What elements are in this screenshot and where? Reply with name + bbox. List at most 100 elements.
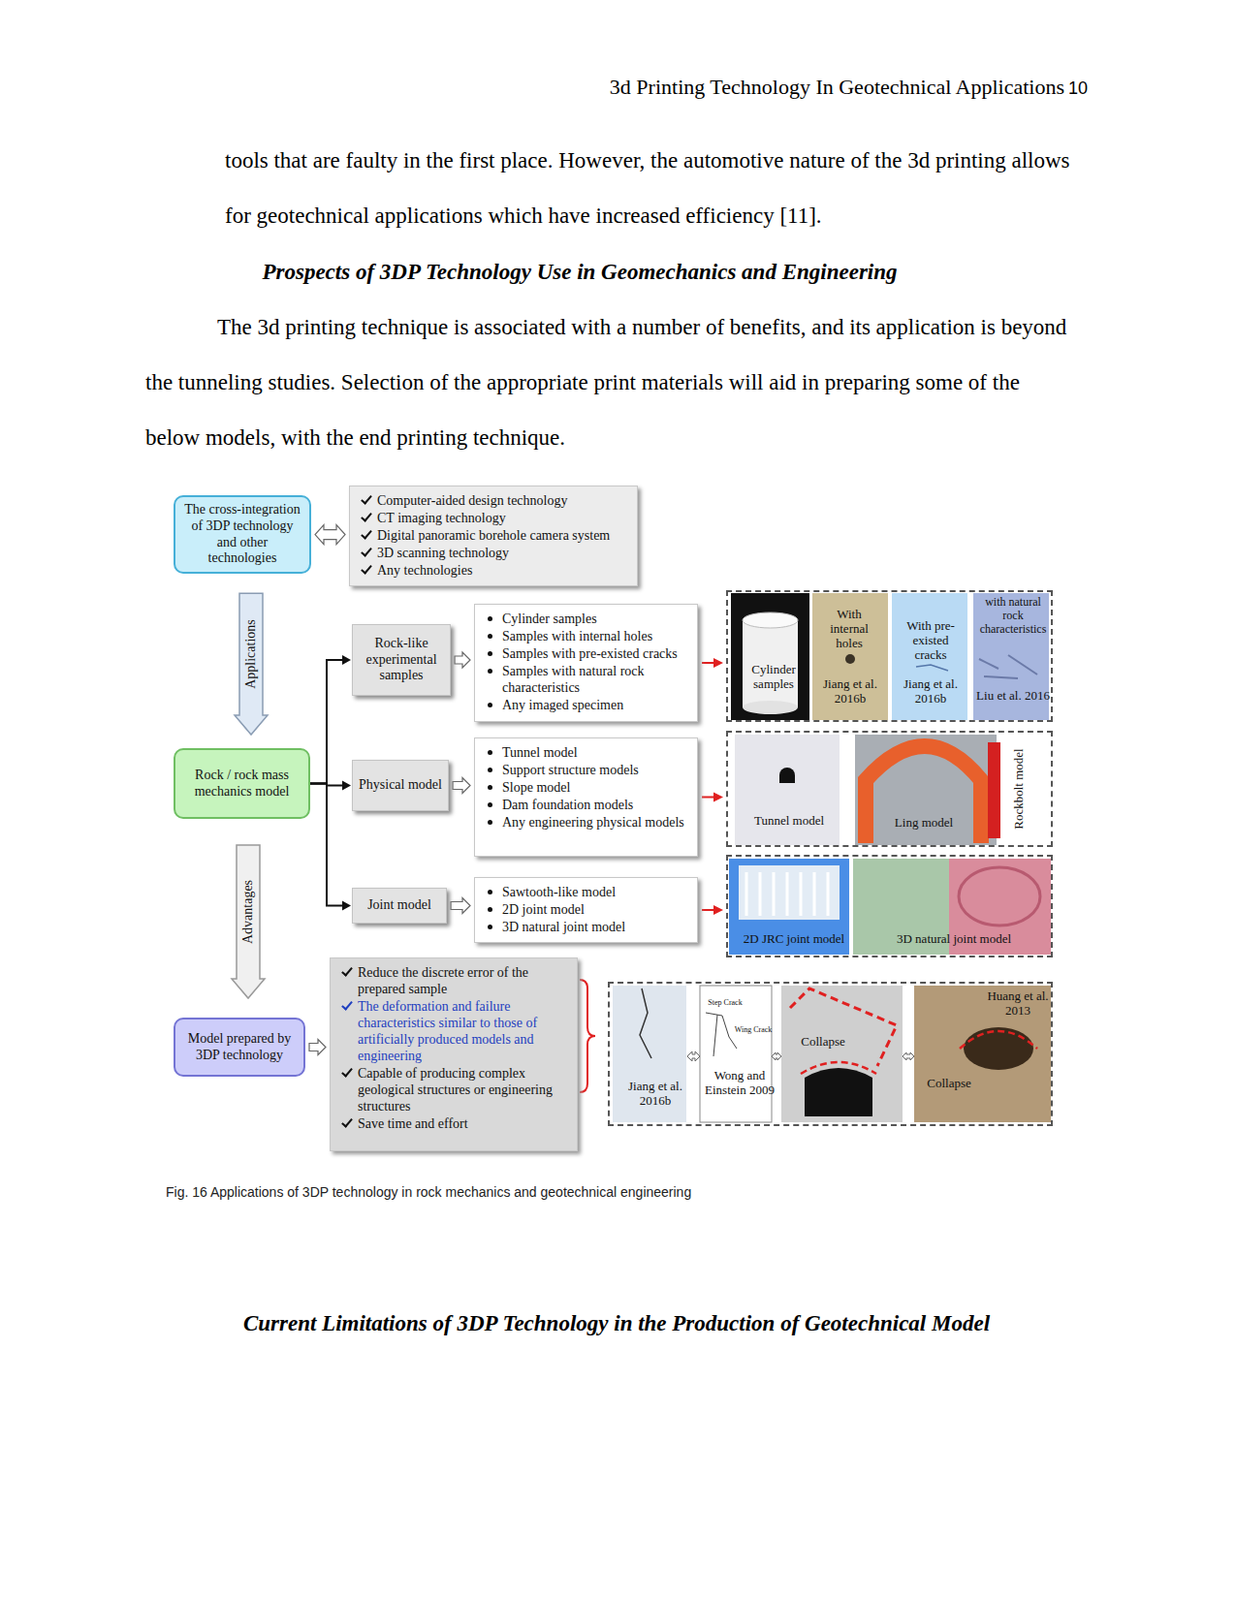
photo-label: Collapse — [793, 1035, 853, 1050]
connector — [450, 898, 471, 915]
connector — [310, 784, 351, 912]
list-item: Any engineering physical models — [482, 814, 690, 831]
red-arrowhead — [713, 658, 724, 668]
list-item: Samples with natural rock characteristic… — [482, 663, 690, 697]
tunnel-photo — [734, 734, 840, 846]
advantage-list: Reduce the discrete error of the prepare… — [329, 957, 578, 1152]
collapse-photo — [914, 985, 1051, 1123]
integration-box: The cross-integration of 3DP technology … — [173, 495, 312, 574]
list-item: Slope model — [482, 779, 690, 796]
red-arrowhead — [713, 792, 724, 803]
red-arrow-line — [701, 662, 716, 665]
photo-double-arrow — [687, 1051, 915, 1062]
text-wrap: Model prepared by 3DP technology — [182, 1031, 297, 1065]
cracks-photo — [916, 665, 949, 671]
page-number: 10 — [1068, 73, 1108, 103]
list-item: The deformation and failure characterist… — [338, 998, 570, 1065]
box-text: Joint model — [367, 897, 432, 915]
rockbolt-photo — [987, 742, 1001, 839]
connector — [701, 658, 724, 668]
model-photo-panel: Tunnel modelLing modelRockbolt model — [726, 730, 1053, 848]
rockbolt-photo — [987, 742, 1001, 839]
list-item: Cylinder samples — [482, 610, 690, 628]
cracks-photo — [891, 593, 968, 721]
hollow-arrow — [309, 1040, 326, 1056]
list-item: Reduce the discrete error of the prepare… — [338, 964, 570, 998]
photo-label: Wing Crack — [733, 1025, 773, 1035]
branch-line — [310, 784, 344, 907]
physical-model-list: Tunnel modelSupport structure modelsSlop… — [474, 737, 698, 857]
photo-label: Jiang et al. 2016b — [815, 677, 886, 707]
natural-joint-photo — [853, 858, 1051, 955]
arrowhead — [342, 655, 351, 666]
red-arrow-line — [701, 796, 716, 799]
sample-list: Cylinder samplesSamples with internal ho… — [474, 603, 698, 723]
list-item: 3D scanning technology — [357, 544, 630, 562]
crack-sketch — [699, 985, 772, 1123]
box-text: Model prepared by 3DP technology — [182, 1031, 297, 1065]
crack-photo — [639, 988, 652, 1059]
photo-double-arrow — [771, 1052, 782, 1061]
list-item: 2D joint model — [482, 901, 690, 919]
connector — [452, 778, 471, 794]
list-item: Save time and effort — [338, 1115, 570, 1133]
natural-rock-photo — [979, 655, 1038, 679]
body-paragraph: tools that are faulty in the first place… — [224, 132, 1088, 244]
lining-photo — [855, 734, 997, 846]
photo-label: Huang et al. 2013 — [983, 989, 1052, 1019]
cylinder-photo — [742, 700, 798, 715]
tunnel-photo — [779, 767, 795, 784]
crack-sketch — [705, 1013, 737, 1057]
crack-sketch — [699, 985, 772, 1123]
category-box: Joint model — [351, 887, 447, 924]
box-text: Rock-like experimental samples — [356, 635, 446, 685]
hollow-arrow — [452, 778, 471, 794]
text-wrap: Physical model — [358, 777, 443, 794]
text-wrap: Rock / rock mass mechanics model — [182, 767, 302, 801]
list-item: Digital panoramic borehole camera system — [357, 527, 630, 544]
list-item: CT imaging technology — [357, 509, 630, 527]
connector — [310, 781, 351, 792]
list-item: Any imaged specimen — [482, 697, 690, 714]
text-wrap: Rock-like experimental samples — [356, 635, 446, 685]
text-wrap: Joint model — [367, 897, 432, 915]
box-text: Physical model — [358, 777, 443, 794]
branch-line — [310, 660, 344, 785]
photo-label: Collapse — [919, 1077, 979, 1092]
category-box: Rock-like experimental samples — [351, 624, 451, 697]
photo-label: Tunnel model — [740, 814, 838, 829]
photo-label: Cylinder samples — [741, 663, 806, 693]
running-header: 3d Printing Technology In Geotechnical A… — [542, 72, 1065, 102]
list-item: Sawtooth-like model — [482, 884, 690, 901]
arrowhead — [342, 781, 351, 792]
tunnel-photo — [734, 734, 840, 846]
lining-photo — [865, 746, 982, 844]
technology-list: Computer-aided design technologyCT imagi… — [348, 485, 638, 587]
red-bracket — [579, 980, 596, 1093]
list-item: Tunnel model — [482, 744, 690, 761]
sample-photo-panel: Cylinder samplesWith internal holesJiang… — [726, 590, 1053, 723]
joint-model-list: Sawtooth-like model2D joint model3D natu… — [474, 877, 698, 944]
connector — [315, 525, 346, 545]
lining-photo — [855, 734, 997, 846]
collapse-model-photo — [804, 1068, 873, 1117]
list-item: Samples with pre-existed cracks — [482, 645, 690, 663]
section-heading: Prospects of 3DP Technology Use in Geome… — [143, 244, 1016, 300]
arrow-label: Advantages — [240, 880, 256, 945]
cracks-photo — [891, 593, 968, 721]
photo-label: Ling model — [880, 816, 968, 831]
photo-double-arrow — [902, 1052, 915, 1061]
photo-label: With pre-existed cracks — [895, 619, 966, 664]
photo-label: Wong and Einstein 2009 — [703, 1069, 776, 1099]
holes-photo — [845, 654, 856, 665]
photo-label: Jiang et al. 2016b — [894, 677, 967, 707]
connector — [701, 905, 724, 916]
section-heading: Current Limitations of 3DP Technology in… — [180, 1296, 1053, 1352]
photo-double-arrow — [687, 1051, 700, 1062]
list-item: Dam foundation models — [482, 796, 690, 814]
photo-label: 3D natural joint model — [881, 932, 1027, 948]
photo-label: with natural rock characteristics — [975, 596, 1051, 636]
collapse-model-photo — [800, 1062, 877, 1075]
category-box: Physical model — [351, 760, 449, 812]
model-box: Rock / rock mass mechanics model — [173, 748, 311, 820]
